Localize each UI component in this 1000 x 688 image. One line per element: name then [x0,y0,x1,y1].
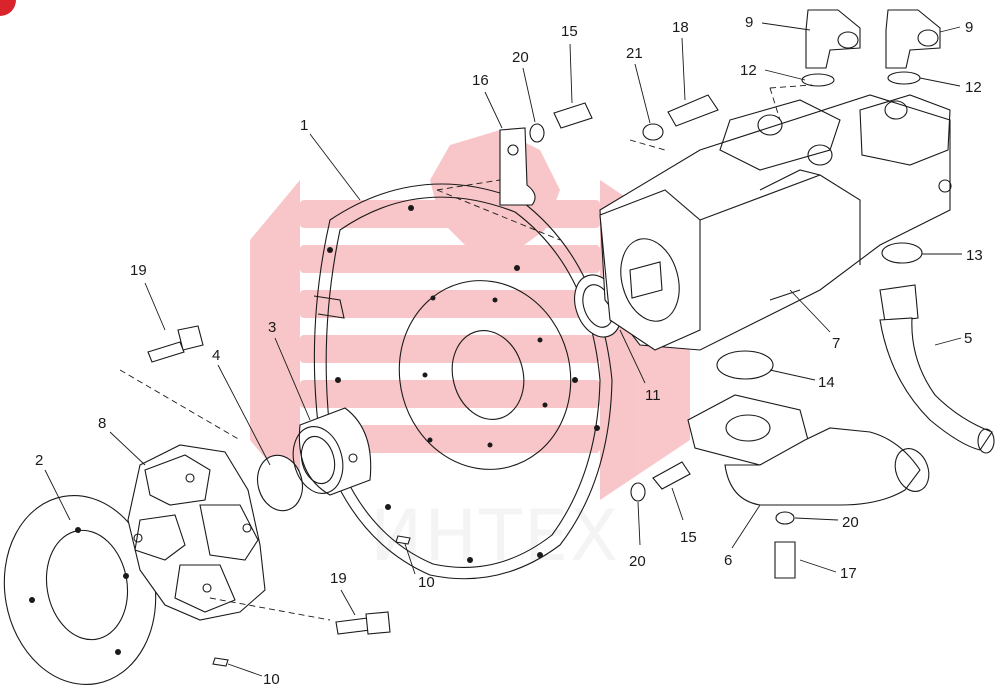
washer-20-lower [630,482,646,502]
callout-20-top: 20 [512,49,529,66]
callout-9-left: 9 [745,14,753,31]
o-ring-12-right [887,71,921,85]
o-ring-13 [881,242,923,264]
callout-8: 8 [98,415,106,432]
svg-text:ИНТЕХ: ИНТЕХ [370,495,620,577]
pin-part [395,535,411,545]
callout-10-center: 10 [418,574,435,591]
washer-21 [642,123,664,141]
callout-19-lower: 19 [330,570,347,587]
flange-elbow [687,394,930,506]
callout-7: 7 [832,335,840,352]
washer-20-top [529,123,545,143]
callout-21: 21 [626,45,643,62]
corner-badge [0,0,16,16]
callout-3: 3 [268,319,276,336]
callout-5: 5 [964,330,972,347]
callout-16: 16 [472,72,489,89]
callout-14: 14 [818,374,835,391]
leader-lines [44,22,962,677]
bolt-lower [335,611,391,635]
callout-6: 6 [724,552,732,569]
pin-part [212,657,229,667]
callout-10-hub: 10 [342,455,359,472]
bolt-15-top [553,102,593,129]
callout-20-right: 20 [842,514,859,531]
callout-4: 4 [212,347,220,364]
suction-hose [879,284,995,454]
bolt-18 [667,94,719,127]
callout-20-lower: 20 [629,553,646,570]
hydraulic-pump [599,84,952,351]
seal-ring [256,454,304,512]
callout-11: 11 [645,387,661,404]
callout-9-right: 9 [965,19,973,36]
callout-18: 18 [672,19,689,36]
callout-labels: 1 2 3 4 5 6 7 8 9 9 10 10 10 11 12 12 13… [35,14,983,688]
bolt-15-lower [652,461,691,490]
bolt-17 [774,541,796,579]
callout-10-bottom: 10 [263,671,280,688]
callout-17: 17 [840,565,857,582]
washer-20-right [775,511,795,525]
callout-1: 1 [300,117,308,134]
callout-2: 2 [35,452,43,469]
callout-13: 13 [966,247,983,264]
elbow-fitting-left [805,9,861,69]
callout-12-right: 12 [965,79,982,96]
bolt-upper [147,325,204,363]
callout-15-top: 15 [561,23,578,40]
o-ring-12-left [801,73,835,87]
bracket-part [436,127,561,241]
callout-15-lower: 15 [680,529,697,546]
coupling-hub [292,407,372,496]
o-ring-14 [716,350,774,380]
callout-12-left: 12 [740,62,757,79]
flexible-coupling [119,369,331,621]
callout-19-upper: 19 [130,262,147,279]
elbow-fitting-right [885,9,941,69]
